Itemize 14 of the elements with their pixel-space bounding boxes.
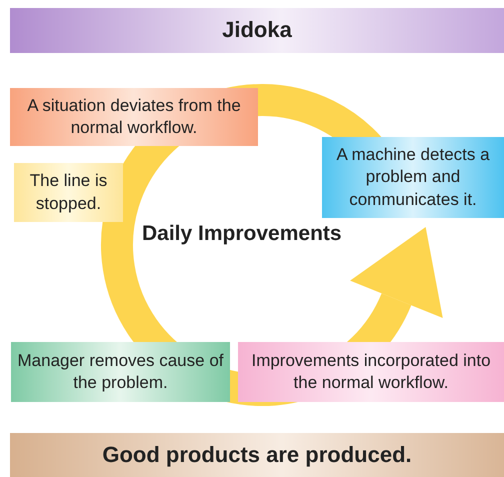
step-box	[322, 137, 504, 218]
step-box	[14, 163, 123, 222]
box-text: The line is stopped.	[28, 170, 108, 214]
box-text: A situation deviates from the normal workflow.	[26, 94, 242, 139]
step-box	[238, 342, 504, 402]
title: Jidoka	[222, 16, 292, 44]
step-box	[10, 88, 258, 146]
result-band	[10, 433, 504, 477]
box-text: Improvements incorporated into the normal workflow.	[250, 350, 492, 394]
step-box	[11, 342, 230, 402]
box-text: A machine detects a problem and communicates it.	[335, 144, 491, 211]
center-label: Daily Improvements	[142, 222, 342, 246]
band-text: Good products are produced.	[102, 440, 412, 469]
box-text: Manager removes cause of the problem.	[16, 350, 224, 394]
